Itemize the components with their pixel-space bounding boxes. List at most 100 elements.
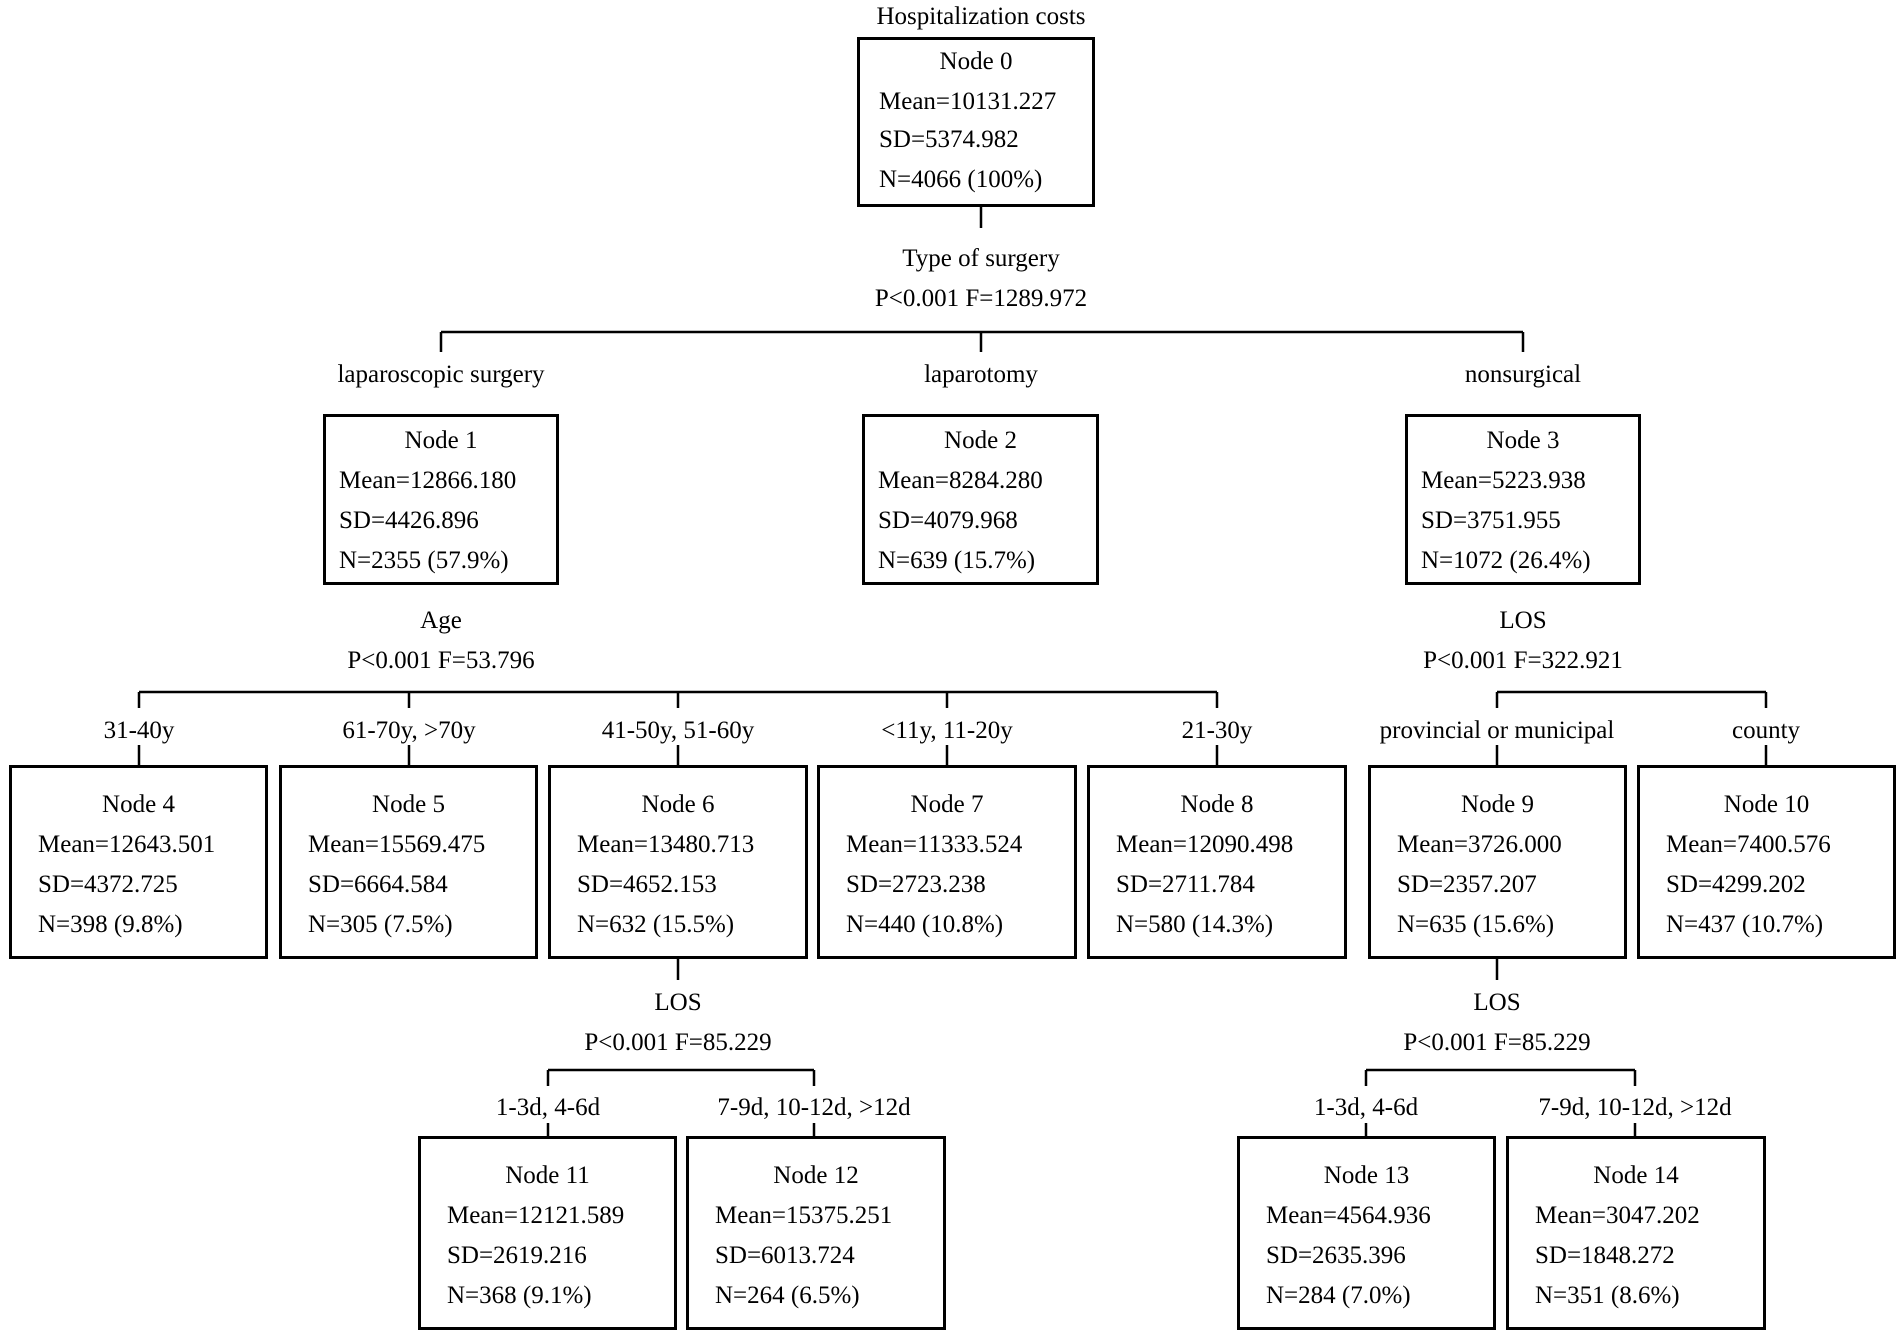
node-mean: Mean=15569.475 xyxy=(308,831,486,858)
node-name: Node 8 xyxy=(1180,791,1254,818)
split-variable: LOS xyxy=(1473,989,1521,1016)
node-sd: SD=5374.982 xyxy=(879,126,1019,153)
node-count: N=2355 (57.9%) xyxy=(339,547,509,574)
node-count: N=437 (10.7%) xyxy=(1666,911,1824,938)
node-count: N=1072 (26.4%) xyxy=(1421,547,1591,574)
node-name: Node 3 xyxy=(1486,427,1560,454)
split-statistics: P<0.001 F=322.921 xyxy=(1423,647,1623,674)
node-count: N=284 (7.0%) xyxy=(1266,1282,1411,1309)
node-sd: SD=1848.272 xyxy=(1535,1242,1675,1269)
node-name: Node 7 xyxy=(910,791,984,818)
node-sd: SD=6013.724 xyxy=(715,1242,855,1269)
node-sd: SD=2723.238 xyxy=(846,871,986,898)
node-mean: Mean=10131.227 xyxy=(879,88,1057,115)
node-count: N=305 (7.5%) xyxy=(308,911,453,938)
split-variable: Type of surgery xyxy=(902,245,1060,272)
node-mean: Mean=5223.938 xyxy=(1421,467,1586,494)
node-count: N=632 (15.5%) xyxy=(577,911,735,938)
node-sd: SD=6664.584 xyxy=(308,871,448,898)
node-sd: SD=2357.207 xyxy=(1397,871,1537,898)
split-statistics: P<0.001 F=1289.972 xyxy=(874,285,1088,312)
node-mean: Mean=15375.251 xyxy=(715,1202,893,1229)
node-sd: SD=4372.725 xyxy=(38,871,178,898)
node-name: Node 14 xyxy=(1593,1162,1679,1189)
split-statistics: P<0.001 F=85.229 xyxy=(584,1029,772,1056)
branch-label: laparoscopic surgery xyxy=(337,361,545,388)
node-mean: Mean=4564.936 xyxy=(1266,1202,1431,1229)
node-sd: SD=2619.216 xyxy=(447,1242,587,1269)
branch-label: 31-40y xyxy=(103,717,175,744)
node-name: Node 12 xyxy=(773,1162,859,1189)
node-count: N=264 (6.5%) xyxy=(715,1282,860,1309)
branch-label: 41-50y, 51-60y xyxy=(601,717,755,744)
branch-label: laparotomy xyxy=(924,361,1038,388)
node-mean: Mean=11333.524 xyxy=(846,831,1023,858)
branch-label: 61-70y, >70y xyxy=(342,717,476,744)
node-sd: SD=2711.784 xyxy=(1116,871,1255,898)
node-name: Node 2 xyxy=(944,427,1017,454)
node-count: N=368 (9.1%) xyxy=(447,1282,592,1309)
node-count: N=580 (14.3%) xyxy=(1116,911,1274,938)
node-count: N=351 (8.6%) xyxy=(1535,1282,1680,1309)
branch-label: 21-30y xyxy=(1181,717,1253,744)
node-sd: SD=2635.396 xyxy=(1266,1242,1406,1269)
node-name: Node 0 xyxy=(939,48,1013,75)
node-count: N=639 (15.7%) xyxy=(878,547,1036,574)
node-count: N=4066 (100%) xyxy=(879,166,1043,193)
node-sd: SD=4426.896 xyxy=(339,507,479,534)
node-mean: Mean=12643.501 xyxy=(38,831,216,858)
branch-label: 7-9d, 10-12d, >12d xyxy=(717,1094,911,1121)
branch-label: <11y, 11-20y xyxy=(881,717,1013,744)
node-count: N=440 (10.8%) xyxy=(846,911,1004,938)
branch-label: county xyxy=(1731,717,1801,744)
node-name: Node 13 xyxy=(1323,1162,1410,1189)
branch-label: 1-3d, 4-6d xyxy=(1313,1094,1419,1121)
node-sd: SD=3751.955 xyxy=(1421,507,1561,534)
node-name: Node 9 xyxy=(1461,791,1534,818)
node-mean: Mean=8284.280 xyxy=(878,467,1043,494)
split-statistics: P<0.001 F=53.796 xyxy=(347,647,535,674)
split-statistics: P<0.001 F=85.229 xyxy=(1403,1029,1591,1056)
node-mean: Mean=3726.000 xyxy=(1397,831,1562,858)
branch-label: 7-9d, 10-12d, >12d xyxy=(1538,1094,1732,1121)
node-mean: Mean=12121.589 xyxy=(447,1202,625,1229)
node-mean: Mean=3047.202 xyxy=(1535,1202,1700,1229)
node-mean: Mean=13480.713 xyxy=(577,831,755,858)
node-sd: SD=4652.153 xyxy=(577,871,717,898)
node-name: Node 6 xyxy=(641,791,715,818)
node-mean: Mean=7400.576 xyxy=(1666,831,1831,858)
branch-label: provincial or municipal xyxy=(1379,717,1615,744)
node-name: Node 11 xyxy=(505,1162,590,1189)
branch-label: 1-3d, 4-6d xyxy=(495,1094,601,1121)
branch-label: nonsurgical xyxy=(1464,361,1582,388)
node-count: N=635 (15.6%) xyxy=(1397,911,1555,938)
node-name: Node 5 xyxy=(372,791,445,818)
node-sd: SD=4299.202 xyxy=(1666,871,1806,898)
node-mean: Mean=12866.180 xyxy=(339,467,517,494)
node-name: Node 4 xyxy=(102,791,175,818)
tree-title: Hospitalization costs xyxy=(876,3,1086,30)
node-name: Node 10 xyxy=(1723,791,1810,818)
node-mean: Mean=12090.498 xyxy=(1116,831,1294,858)
node-sd: SD=4079.968 xyxy=(878,507,1018,534)
node-name: Node 1 xyxy=(404,427,478,454)
split-variable: LOS xyxy=(654,989,702,1016)
split-variable: Age xyxy=(420,607,462,634)
